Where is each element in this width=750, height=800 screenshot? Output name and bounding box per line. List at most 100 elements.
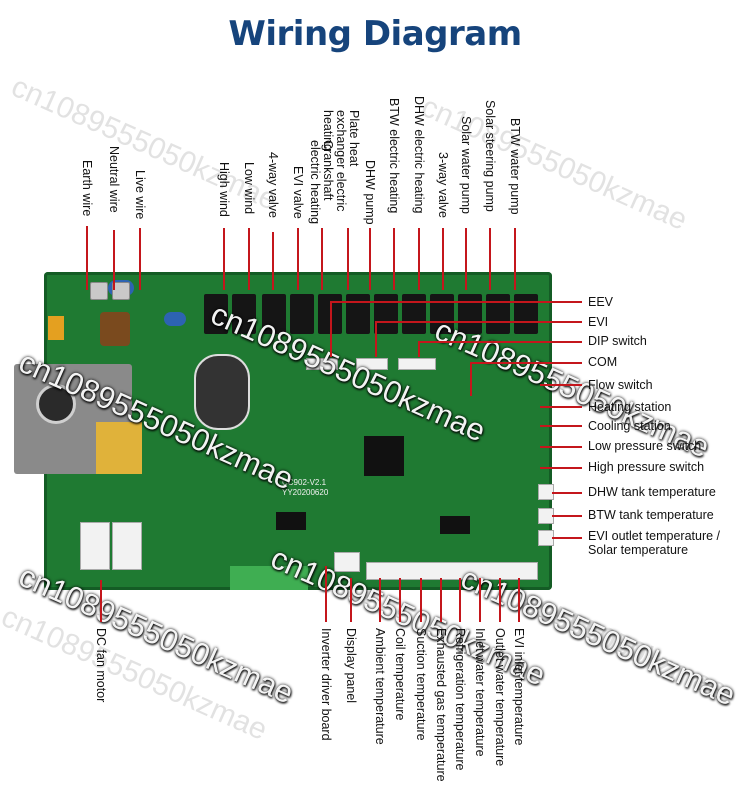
label-low-pressure-switch: Low pressure switch	[588, 439, 702, 453]
callout-line	[552, 537, 582, 539]
label-dc-fan-motor: DC fan motor	[94, 628, 108, 703]
label-earth-wire: Earth wire	[80, 160, 94, 217]
label-neutral-wire: Neutral wire	[107, 146, 121, 213]
callout-line	[470, 362, 472, 396]
board-model-line1: CC902-V2.1	[282, 478, 327, 487]
ic-chip	[440, 516, 470, 534]
label-solar-steering-pump: Solar steering pump	[483, 100, 497, 212]
green-terminal-block	[230, 566, 308, 590]
callout-line	[540, 406, 582, 408]
label-dhw-pump: DHW pump	[363, 160, 377, 225]
label-dip-switch: DIP switch	[588, 334, 647, 348]
callout-line	[330, 301, 582, 303]
callout-line	[552, 515, 582, 517]
label-plate-heat-exchanger-heating: Plate heat exchanger electric heating	[321, 110, 361, 212]
callout-line	[223, 228, 225, 290]
callout-line	[297, 228, 299, 290]
callout-line	[369, 228, 371, 290]
label-solar-water-pump: Solar water pump	[459, 116, 473, 214]
callout-line	[540, 467, 582, 469]
callout-line	[440, 578, 442, 622]
fuse	[48, 316, 64, 340]
callout-line	[514, 228, 516, 290]
callout-line	[350, 578, 352, 622]
label-eev: EEV	[588, 295, 614, 309]
relay	[346, 294, 370, 334]
connector	[366, 562, 538, 580]
relay	[290, 294, 314, 334]
label-low-wind: Low wind	[242, 162, 256, 215]
callout-line	[418, 228, 420, 290]
relay	[374, 294, 398, 334]
relay	[486, 294, 510, 334]
label-flow-switch: Flow switch	[588, 378, 653, 392]
label-inverter-driver-board: Inverter driver board	[319, 628, 333, 741]
callout-line	[86, 226, 88, 290]
relay	[430, 294, 454, 334]
ic-chip	[276, 512, 306, 530]
callout-line	[465, 228, 467, 290]
transformer	[96, 422, 142, 474]
diagram-title: Wiring Diagram	[228, 14, 522, 54]
relay	[458, 294, 482, 334]
label-high-pressure-switch: High pressure switch	[588, 460, 705, 474]
callout-line	[518, 578, 520, 622]
relay	[402, 294, 426, 334]
terminal	[112, 282, 130, 300]
callout-line	[375, 321, 582, 323]
callout-line	[399, 578, 401, 622]
label-dhw-tank-temperature: DHW tank temperature	[588, 485, 716, 499]
callout-line	[499, 578, 501, 622]
callout-line	[375, 321, 377, 357]
relay	[232, 294, 256, 334]
label-exhausted-gas-temperature: Exhausted gas temperature	[434, 628, 448, 782]
callout-line	[321, 228, 323, 290]
label-crankshaft-heating: Crankshaft electric heating	[308, 140, 335, 225]
callout-line	[420, 578, 422, 622]
watermark: cn1089555050kzmae	[416, 90, 693, 237]
label-display-panel: Display panel	[344, 628, 358, 704]
board-model-label: CC902-V2.1 YY20200620	[282, 478, 328, 498]
callout-line	[393, 228, 395, 290]
label-4-way-valve: 4-way valve	[266, 152, 280, 218]
label-dhw-electric-heating: DHW electric heating	[412, 96, 426, 214]
label-evi: EVI	[588, 315, 609, 329]
callout-line	[330, 301, 332, 357]
callout-line	[540, 425, 582, 427]
label-evi-valve: EVI valve	[291, 166, 305, 219]
label-evi-outlet-solar-temperature: EVI outlet temperature / Solar temperatu…	[588, 529, 721, 557]
callout-line	[470, 362, 582, 364]
callout-line	[540, 446, 582, 448]
connector	[398, 358, 436, 370]
label-live-wire: Live wire	[133, 170, 147, 220]
connector	[356, 358, 388, 370]
relay	[204, 294, 228, 334]
label-btw-water-pump: BTW water pump	[508, 118, 522, 215]
callout-line	[479, 578, 481, 622]
callout-line	[113, 230, 115, 290]
capacitor	[36, 384, 76, 424]
capacitor	[194, 354, 250, 430]
callout-line	[552, 492, 582, 494]
label-high-wind: High wind	[217, 162, 231, 217]
label-heating-station: Heating station	[588, 400, 672, 414]
callout-line	[325, 566, 327, 622]
terminal	[90, 282, 108, 300]
callout-line	[489, 228, 491, 290]
callout-line	[139, 228, 141, 290]
connector	[334, 552, 360, 572]
relay	[514, 294, 538, 334]
connector	[112, 522, 142, 570]
callout-line	[442, 228, 444, 290]
label-com: COM	[588, 355, 618, 369]
callout-line	[418, 341, 582, 343]
inductor	[100, 312, 130, 346]
label-3-way-valve: 3-way valve	[436, 152, 450, 218]
label-inlet-water-temperature: Inlet water temperature	[473, 628, 487, 757]
varistor	[164, 312, 186, 326]
callout-line	[540, 384, 582, 386]
label-suction-temperature: Suction temperature	[414, 628, 428, 741]
label-coil-temperature: Coil temperature	[393, 628, 407, 721]
callout-line	[418, 341, 420, 357]
label-evi-inlet-temperature: EVI inlet temperature	[512, 628, 526, 746]
